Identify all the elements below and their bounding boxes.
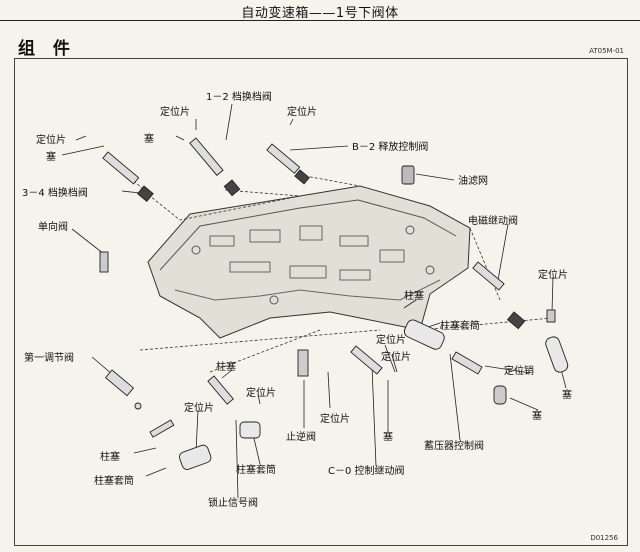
label-lockup-signal-valve: 锁止信号阀 xyxy=(208,498,258,509)
label-stopper-plate-right: 定位片 xyxy=(538,270,568,281)
label-plunger-lower-left: 柱塞 xyxy=(100,452,120,463)
section-title: 组 件 xyxy=(18,39,76,59)
label-stopper-plate-mid: 定位片 xyxy=(287,107,317,118)
label-stopper-plate-left: 定位片 xyxy=(36,135,66,146)
accumulator-spool-icon xyxy=(451,351,507,405)
valve-b2-spool-icon xyxy=(266,143,310,185)
label-check-valve2: 止逆阀 xyxy=(286,432,316,443)
label-plunger-sleeve-lower-left: 柱塞套筒 xyxy=(94,476,134,487)
label-plug-mid: 塞 xyxy=(144,134,154,145)
lockup-signal-spool-icon xyxy=(207,375,261,439)
header-rule xyxy=(0,20,640,21)
label-stopper-plate-center2: 定位片 xyxy=(320,414,350,425)
label-plug-center: 塞 xyxy=(383,432,393,443)
label-valve-3-4: 3－4 档换档阀 xyxy=(22,188,88,199)
valve-1-2-spool-icon xyxy=(189,137,241,197)
primary-regulator-spool-icon xyxy=(104,369,142,410)
label-stopper-plate-center: 定位片 xyxy=(246,388,276,399)
label-primary-regulator: 第一调节阀 xyxy=(24,353,74,364)
label-plunger-center: 柱塞 xyxy=(216,362,236,373)
oil-strainer-icon xyxy=(401,165,415,185)
solenoid-relay-spool-icon xyxy=(472,261,526,330)
stopper-plate-right-icon xyxy=(546,309,556,323)
plunger-lower-left-icon xyxy=(149,419,175,438)
label-stopper-plate-c1: 定位片 xyxy=(376,335,406,346)
label-plug-left: 塞 xyxy=(46,152,56,163)
label-plunger-sleeve-right: 柱塞套筒 xyxy=(440,321,480,332)
c0-relay-spool-icon xyxy=(350,345,383,375)
label-accumulator-control: 蓄压器控制阀 xyxy=(424,441,484,452)
plunger-sleeve-right-icon xyxy=(403,319,445,350)
check-valve-icon xyxy=(99,251,109,273)
figure-frame xyxy=(14,58,628,546)
label-valve-1-2: 1－2 档换档阀 xyxy=(206,92,272,103)
plunger-sleeve-lower-left-icon xyxy=(178,444,212,470)
valve-spool-parts xyxy=(99,137,569,470)
label-valve-b2: B－2 释放控制阀 xyxy=(352,142,429,153)
plug-far-right-icon xyxy=(545,336,569,373)
label-plunger-right: 柱塞 xyxy=(404,291,424,302)
figure-code-top: AT05M-01 xyxy=(589,47,624,55)
label-plug-far-right: 塞 xyxy=(562,390,572,401)
label-stopper-plate-c2: 定位片 xyxy=(381,352,411,363)
label-oil-strainer: 油滤网 xyxy=(458,176,488,187)
check-valve2-icon xyxy=(297,349,309,377)
label-plunger-sleeve-center: 柱塞套筒 xyxy=(236,465,276,476)
valve-3-4-spool-icon xyxy=(102,151,154,203)
valve-body-icon xyxy=(147,185,471,339)
label-c0-control-relay: C－0 控制继动阀 xyxy=(328,466,405,477)
label-stopper-plate-top: 定位片 xyxy=(160,107,190,118)
label-locating-pin: 定位销 xyxy=(504,366,534,377)
label-stopper-plate-lower-left: 定位片 xyxy=(184,403,214,414)
page-header-title: 自动变速箱——1号下阀体 xyxy=(241,6,399,21)
figure-code-bottom: D01256 xyxy=(590,534,618,542)
label-check-valve: 单向阀 xyxy=(38,222,68,233)
label-solenoid-relay-valve: 电磁继动阀 xyxy=(468,216,518,227)
label-plug-right: 塞 xyxy=(532,411,542,422)
